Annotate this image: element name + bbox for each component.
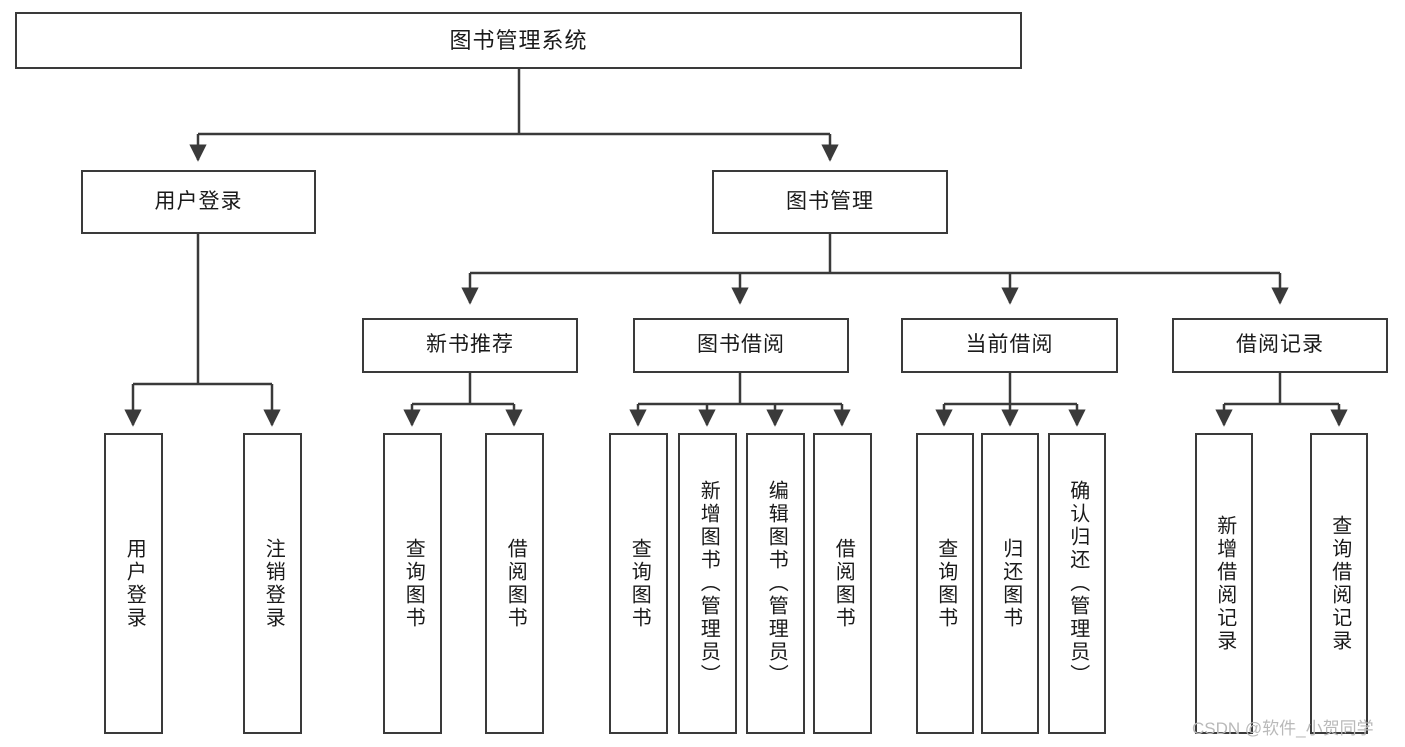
node-label: 查询图书 <box>402 537 425 630</box>
leaf-confirm-return-admin[interactable]: 确认归还（管理员） <box>1048 433 1106 734</box>
csdn-watermark: CSDN @软件_小贺同学 <box>1192 719 1374 738</box>
leaf-logout[interactable]: 注销登录 <box>243 433 302 734</box>
node-label: 新书推荐 <box>426 333 514 357</box>
node-label: 查询图书 <box>628 537 651 630</box>
node-label: 归还图书 <box>999 537 1022 630</box>
node-label: 用户登录 <box>154 189 243 213</box>
node-label: 借阅记录 <box>1236 333 1324 357</box>
node-label: 确认归还（管理员） <box>1066 480 1089 687</box>
leaf-add-book-admin[interactable]: 新增图书（管理员） <box>678 433 737 734</box>
leaf-user-login[interactable]: 用户登录 <box>104 433 163 734</box>
node-label: 查询借阅记录 <box>1328 514 1351 653</box>
leaf-add-borrow-record[interactable]: 新增借阅记录 <box>1195 433 1253 734</box>
node-new-book-recommend[interactable]: 新书推荐 <box>362 318 578 373</box>
node-label: 图书管理系统 <box>449 27 588 53</box>
node-label: 借阅图书 <box>832 537 855 630</box>
node-label: 用户登录 <box>123 537 146 630</box>
leaf-query-borrow-record[interactable]: 查询借阅记录 <box>1310 433 1368 734</box>
node-label: 图书借阅 <box>697 333 785 357</box>
node-label: 编辑图书（管理员） <box>765 480 788 687</box>
node-label: 新增图书（管理员） <box>697 480 720 687</box>
node-book-management[interactable]: 图书管理 <box>712 170 948 234</box>
node-label: 注销登录 <box>262 537 285 630</box>
node-user-login[interactable]: 用户登录 <box>81 170 316 234</box>
leaf-query-book-current[interactable]: 查询图书 <box>916 433 974 734</box>
node-label: 借阅图书 <box>504 537 527 630</box>
node-root-system[interactable]: 图书管理系统 <box>15 12 1022 69</box>
leaf-borrow-book[interactable]: 借阅图书 <box>813 433 872 734</box>
node-label: 新增借阅记录 <box>1213 514 1236 653</box>
node-label: 当前借阅 <box>965 333 1054 357</box>
node-borrow-record[interactable]: 借阅记录 <box>1172 318 1388 373</box>
node-label: 图书管理 <box>786 189 874 213</box>
node-book-borrow[interactable]: 图书借阅 <box>633 318 849 373</box>
leaf-borrow-book-recommend[interactable]: 借阅图书 <box>485 433 544 734</box>
node-label: 查询图书 <box>934 537 957 630</box>
leaf-edit-book-admin[interactable]: 编辑图书（管理员） <box>746 433 805 734</box>
leaf-return-book[interactable]: 归还图书 <box>981 433 1039 734</box>
node-current-borrow[interactable]: 当前借阅 <box>901 318 1118 373</box>
leaf-query-book-recommend[interactable]: 查询图书 <box>383 433 442 734</box>
leaf-query-book[interactable]: 查询图书 <box>609 433 668 734</box>
